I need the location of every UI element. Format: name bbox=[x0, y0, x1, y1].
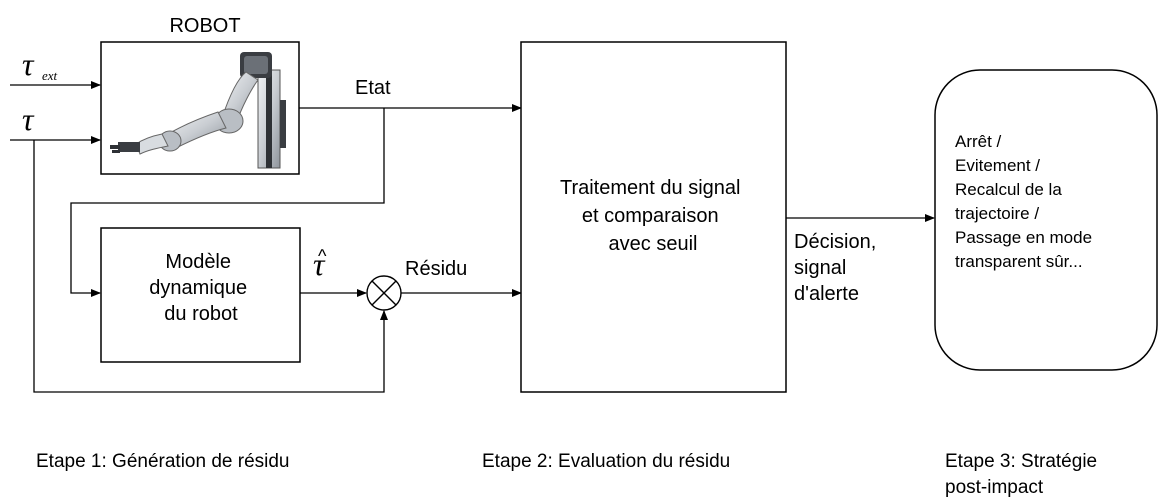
step-3-line-1: Etape 3: Stratégie bbox=[945, 451, 1097, 472]
decision-label: Décision, signal d'alerte bbox=[794, 231, 882, 305]
step-3-line-2: post-impact bbox=[945, 477, 1044, 498]
strategy-line-3: Recalcul de la bbox=[955, 180, 1062, 199]
model-line-2: dynamique bbox=[149, 277, 247, 299]
residu-label: Résidu bbox=[405, 258, 467, 280]
processing-line-3: avec seuil bbox=[609, 233, 698, 255]
etat-label: Etat bbox=[355, 77, 391, 99]
decision-line-2: signal bbox=[794, 257, 846, 279]
strategy-line-5: Passage en mode bbox=[955, 228, 1092, 247]
tau-symbol: τ bbox=[22, 101, 35, 137]
decision-line-3: d'alerte bbox=[794, 283, 859, 305]
strategy-line-1: Arrêt / bbox=[955, 132, 1002, 151]
step-1-label: Etape 1: Génération de résidu bbox=[36, 451, 290, 472]
tau-ext-subscript: ext bbox=[42, 68, 58, 83]
tau-ext-symbol: τ bbox=[22, 46, 35, 82]
processing-line-1: Traitement du signal bbox=[560, 177, 740, 199]
step-3-label: Etape 3: Stratégie post-impact bbox=[945, 451, 1102, 498]
tau-hat-accent: ^ bbox=[318, 246, 327, 266]
processing-line-2: et comparaison bbox=[582, 205, 719, 227]
step-2-label: Etape 2: Evaluation du résidu bbox=[482, 451, 730, 472]
strategy-line-6: transparent sûr... bbox=[955, 252, 1083, 271]
decision-line-1: Décision, bbox=[794, 231, 876, 253]
strategy-line-2: Evitement / bbox=[955, 156, 1040, 175]
robot-title: ROBOT bbox=[169, 15, 240, 37]
model-line-1: Modèle bbox=[165, 251, 231, 273]
summing-junction bbox=[367, 276, 401, 310]
model-line-3: du robot bbox=[164, 303, 238, 325]
strategy-line-4: trajectoire / bbox=[955, 204, 1039, 223]
